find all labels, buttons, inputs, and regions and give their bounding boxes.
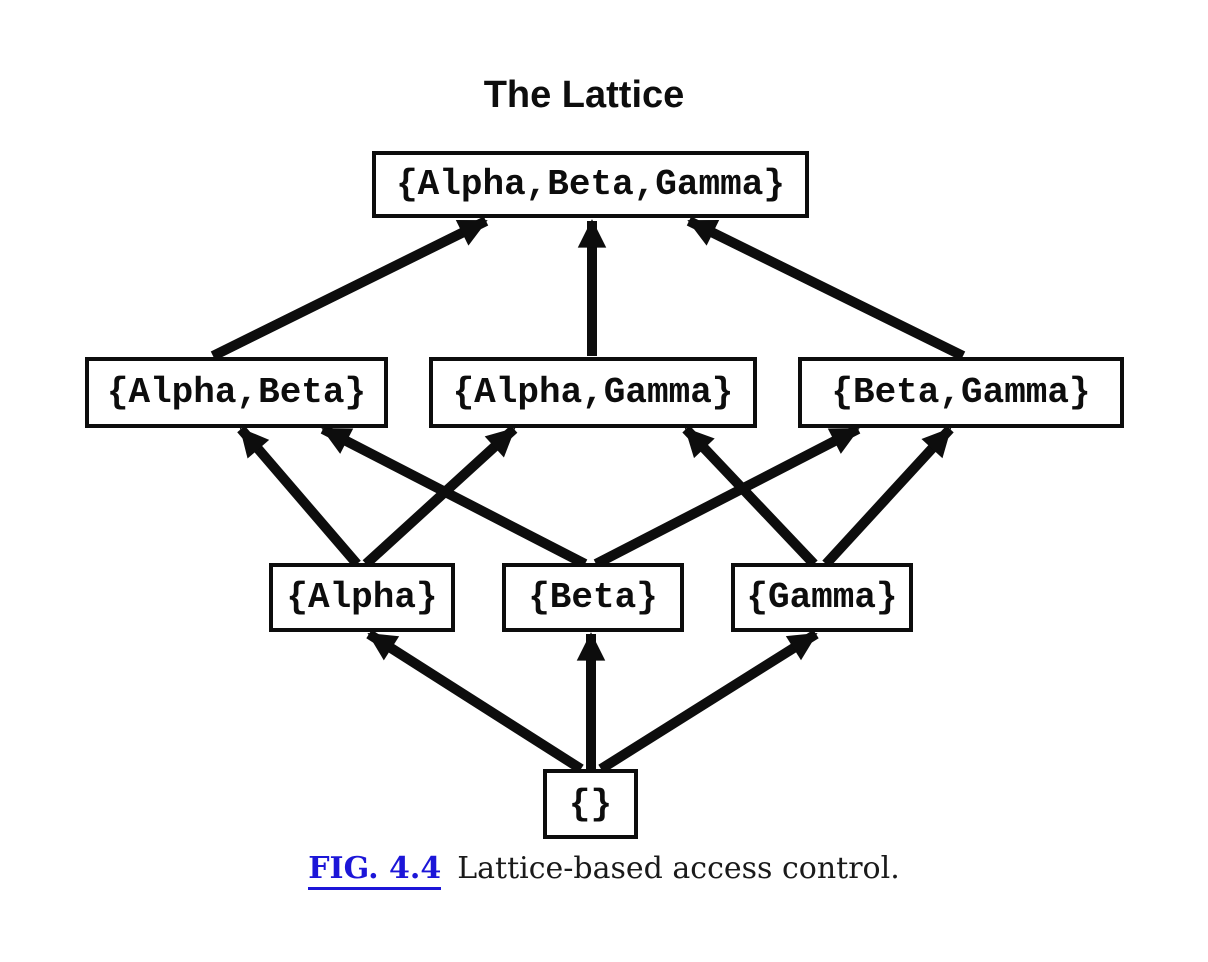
node-alpha: {Alpha} — [269, 563, 455, 632]
node-beta: {Beta} — [502, 563, 684, 632]
edge-beta-gamma-to-alpha-beta-gamma — [686, 216, 966, 361]
edge-beta-to-alpha-beta — [320, 424, 588, 569]
edge-alpha-beta-to-alpha-beta-gamma — [210, 216, 489, 361]
edge-alpha-to-alpha-gamma — [362, 425, 518, 568]
node-alpha-beta-gamma: {Alpha,Beta,Gamma} — [372, 151, 809, 218]
edge-alpha-to-alpha-beta — [237, 425, 361, 568]
edge-empty-to-alpha — [366, 629, 584, 774]
edge-gamma-to-alpha-gamma — [682, 425, 818, 568]
edge-empty-to-gamma — [598, 629, 819, 774]
figure-caption: FIG. 4.4 Lattice-based access control. — [0, 851, 1208, 890]
diagram-title: The Lattice — [483, 74, 685, 116]
node-alpha-beta: {Alpha,Beta} — [85, 357, 388, 428]
node-empty-set: {} — [543, 769, 638, 839]
figure-caption-text: Lattice-based access control. — [457, 851, 900, 886]
edge-beta-to-beta-gamma — [593, 424, 861, 569]
node-alpha-gamma: {Alpha,Gamma} — [429, 357, 757, 428]
figure-number-link[interactable]: FIG. 4.4 — [308, 851, 442, 890]
node-beta-gamma: {Beta,Gamma} — [798, 357, 1124, 428]
node-gamma: {Gamma} — [731, 563, 913, 632]
edge-gamma-to-beta-gamma — [822, 425, 954, 568]
